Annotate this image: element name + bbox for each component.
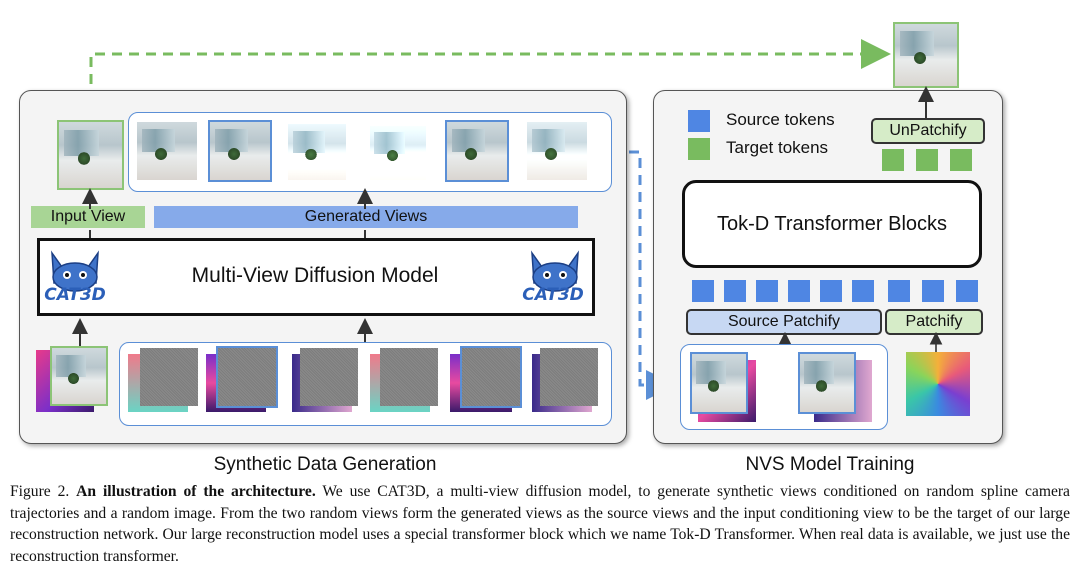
noise-view [540, 348, 598, 406]
target-token [950, 149, 972, 171]
generated-view [527, 122, 587, 180]
tokd-transformer-box [682, 180, 982, 268]
noise-view [460, 346, 522, 408]
cat3d-logo-right [531, 250, 579, 292]
source-token [852, 280, 874, 302]
target-token [882, 149, 904, 171]
target-output-image [893, 22, 959, 88]
source-token [888, 280, 910, 302]
cat3d-logo-left-text: CAT3D [44, 285, 106, 305]
cat3d-logo-left [51, 250, 99, 292]
arrow-up-small [918, 86, 934, 119]
legend-target-label: Target tokens [726, 138, 829, 157]
input-conditioning-image [50, 346, 108, 406]
generated-view [137, 122, 197, 180]
legend-target-swatch [688, 138, 710, 160]
arrow-up-small [929, 332, 943, 352]
legend-source-swatch [688, 110, 710, 132]
source-token [724, 280, 746, 302]
caption-text: We use CAT3D, a multi-view diffusion mod… [10, 483, 1070, 565]
noise-view [300, 348, 358, 406]
arrow-up-small [357, 188, 373, 209]
unpatchify-box: UnPatchify [871, 118, 985, 144]
right-panel-title: NVS Model Training [745, 454, 915, 475]
input-view-label: Input View [31, 206, 145, 228]
input-view-image [57, 120, 124, 190]
source-token [922, 280, 944, 302]
source-view-image [690, 352, 748, 414]
tokd-transformer-label: Tok-D Transformer Blocks [716, 213, 948, 235]
arrow-up-small [72, 318, 88, 347]
legend-source-label: Source tokens [726, 110, 835, 129]
generated-view [288, 124, 346, 180]
diffusion-model-label: Multi-View Diffusion Model [191, 264, 439, 287]
noisy-views-strip [119, 342, 612, 426]
noise-view [380, 348, 438, 406]
arrow-up-small [82, 188, 98, 209]
source-view-image [798, 352, 856, 414]
generated-view [370, 126, 426, 180]
caption-bold: An illustration of the architecture. [76, 483, 316, 500]
source-token [788, 280, 810, 302]
generated-view [208, 120, 272, 182]
diffusion-model-box [37, 238, 595, 316]
arrow-up-small [357, 318, 373, 343]
source-token [756, 280, 778, 302]
noise-view [140, 348, 198, 406]
source-token [820, 280, 842, 302]
left-panel-title: Synthetic Data Generation [213, 454, 437, 475]
cat3d-logo-right-text: CAT3D [522, 285, 584, 305]
generated-view [445, 120, 509, 182]
generated-views-label: Generated Views [154, 206, 578, 228]
source-token [692, 280, 714, 302]
target-token [916, 149, 938, 171]
target-raymap [906, 352, 970, 416]
figure-number: Figure 2. [10, 483, 70, 500]
figure-caption: Figure 2. An illustration of the archite… [10, 481, 1070, 567]
source-token [956, 280, 978, 302]
noise-view [216, 346, 278, 408]
